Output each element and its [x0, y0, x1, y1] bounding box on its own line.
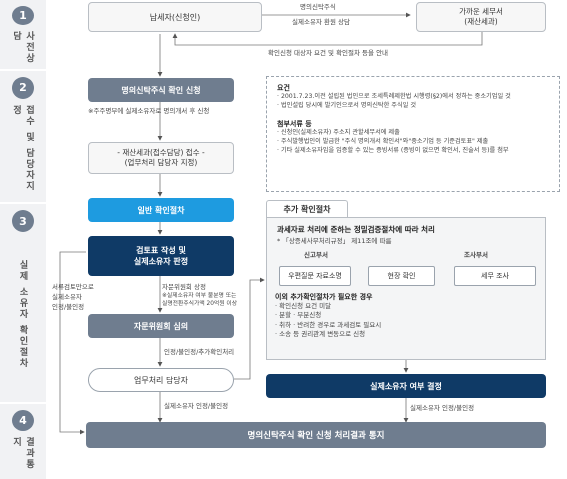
arrow-top-label: 명의신탁주식	[300, 3, 336, 11]
stage-2: 2 접수 및 담당자지정	[0, 71, 46, 202]
doc-item: · 주식발행법인이 발급한 "주식 명의개서 확인서"와"중소기업 등 기준검토…	[277, 137, 489, 145]
requirements-panel: 요건 · 2001.7.23.이전 설립된 법인으로 조세특례제한법 시행령(§…	[266, 76, 560, 192]
apply-box: 명의신탁주식 확인 신청	[88, 78, 234, 102]
extra-case-item: · 소송 등 권리관계 변동으로 신청	[275, 330, 366, 339]
handler-box: 업무처리 담당자	[88, 368, 234, 392]
tax-office-box: 가까운 세무서 (재산세과)	[416, 2, 546, 32]
step-tax-audit: 세무 조사	[454, 266, 536, 286]
extra-sub: * 「상증세사무처리규정」 제11조에 따름	[277, 237, 392, 245]
final-notice-label: 명의신탁주식 확인 신청 처리결과 통지	[247, 431, 385, 441]
receipt-line2: (업무처리 담당자 지정)	[124, 158, 198, 167]
final-notice-box: 명의신탁주식 확인 신청 처리결과 통지	[86, 422, 546, 448]
extra-title: 과세자료 처리에 준하는 정밀검증절차에 따라 처리	[277, 225, 435, 234]
arrow-bottom-label: 실제소유자 환원 상담	[292, 18, 350, 26]
stage-3: 3 실제 소유자 확인절차	[0, 204, 46, 402]
taxpayer-box: 납세자(신청인)	[88, 2, 262, 32]
handler-result: 실제소유자 인정/불인정	[164, 402, 229, 410]
committee-box: 자문위원회 심의	[88, 314, 234, 338]
tax-office-label: 가까운 세무서 (재산세과)	[459, 7, 503, 26]
requirement-item: · 법인설립 당시에 발기인으로서 명의신탁한 주식일 것	[277, 101, 417, 109]
committee-note: 자문위원회 상정 ※실제소유자 여부 불분명 또는 실명전환주식가액 20억원 …	[162, 283, 238, 308]
extra-cases: 이외 추가확인절차가 필요한 경우 · 확인신청 요건 미달 · 분할 · 부분…	[275, 292, 537, 352]
decision-label: 실제소유자 여부 결정	[370, 381, 442, 391]
left-note: 서류검토만으로 실제소유자 인정/불인정	[52, 283, 94, 311]
extra-tab-label: 추가 확인절차	[283, 205, 331, 214]
stage-1-number: 1	[12, 6, 34, 25]
committee-label: 자문위원회 심의	[133, 321, 189, 331]
stage-4-label: 결과통지	[11, 437, 34, 470]
extra-case-item: · 취하 · 반려한 경우로 과세검토 필요시	[275, 320, 382, 329]
taxpayer-label: 납세자(신청인)	[149, 12, 201, 22]
handler-label: 업무처리 담당자	[133, 375, 189, 385]
stage-4-number: 4	[12, 410, 34, 431]
review-box: 검토표 작성 및 실제소유자 판정	[88, 236, 234, 276]
decision-result: 실제소유자 인정/불인정	[410, 404, 475, 412]
apply-note: ※주주명부에 실제소유자로 명의개서 후 신청	[88, 107, 210, 115]
receipt-box: - 재산세과(접수담당) 접수 - (업무처리 담당자 지정)	[88, 142, 234, 174]
doc-item: · 신청인(실제소유자) 주소지 관할세무서에 제출	[277, 128, 400, 136]
extra-tab: 추가 확인절차	[266, 200, 348, 218]
dept1-label: 신고부서	[304, 251, 328, 259]
stage-1-label: 사전상담	[11, 31, 34, 64]
extra-case-item: · 분할 · 부분신청	[275, 311, 322, 320]
dept2-label: 조사부서	[464, 251, 488, 259]
docs-title: 첨부서류 등	[277, 119, 312, 128]
review-line2: 실제소유자 판정	[133, 257, 189, 266]
stage-2-label: 접수 및 담당자지정	[11, 104, 34, 193]
general-procedure-box: 일반 확인절차	[88, 198, 234, 222]
guide-label: 확인신청 대상자 요건 및 확인절차 등을 안내	[268, 49, 389, 57]
apply-title: 명의신탁주식 확인 신청	[121, 85, 201, 95]
receipt-line1: - 재산세과(접수담당) 접수 -	[117, 147, 205, 157]
extra-case-item: · 확인신청 요건 미달	[275, 302, 332, 310]
doc-item: · 기타 실제소유자임을 입증할 수 있는 증빙서류 (증빙이 없으면 확인서,…	[277, 146, 509, 154]
stage-1: 1 사전상담	[0, 0, 46, 69]
review-line1: 검토표 작성 및	[136, 245, 186, 255]
decision-box: 실제소유자 여부 결정	[266, 374, 546, 398]
extra-cases-title: 이외 추가확인절차가 필요한 경우	[275, 293, 373, 301]
step-site-check: 현장 확인	[368, 266, 435, 286]
step-postal-inquiry: 우편질문 자료소명	[279, 266, 351, 286]
stage-3-number: 3	[12, 210, 34, 232]
committee-result: 인정/불인정/추가확인처리	[164, 348, 235, 356]
requirements-title: 요건	[277, 84, 290, 92]
stage-3-label: 실제 소유자 확인절차	[17, 260, 28, 370]
general-procedure-label: 일반 확인절차	[137, 205, 185, 215]
stage-2-number: 2	[12, 77, 34, 99]
stage-4: 4 결과통지	[0, 404, 46, 479]
requirement-item: · 2001.7.23.이전 설립된 법인으로 조세특례제한법 시행령(§2)에…	[277, 93, 511, 100]
extra-panel: 과세자료 처리에 준하는 정밀검증절차에 따라 처리 * 「상증세사무처리규정」…	[266, 217, 546, 360]
